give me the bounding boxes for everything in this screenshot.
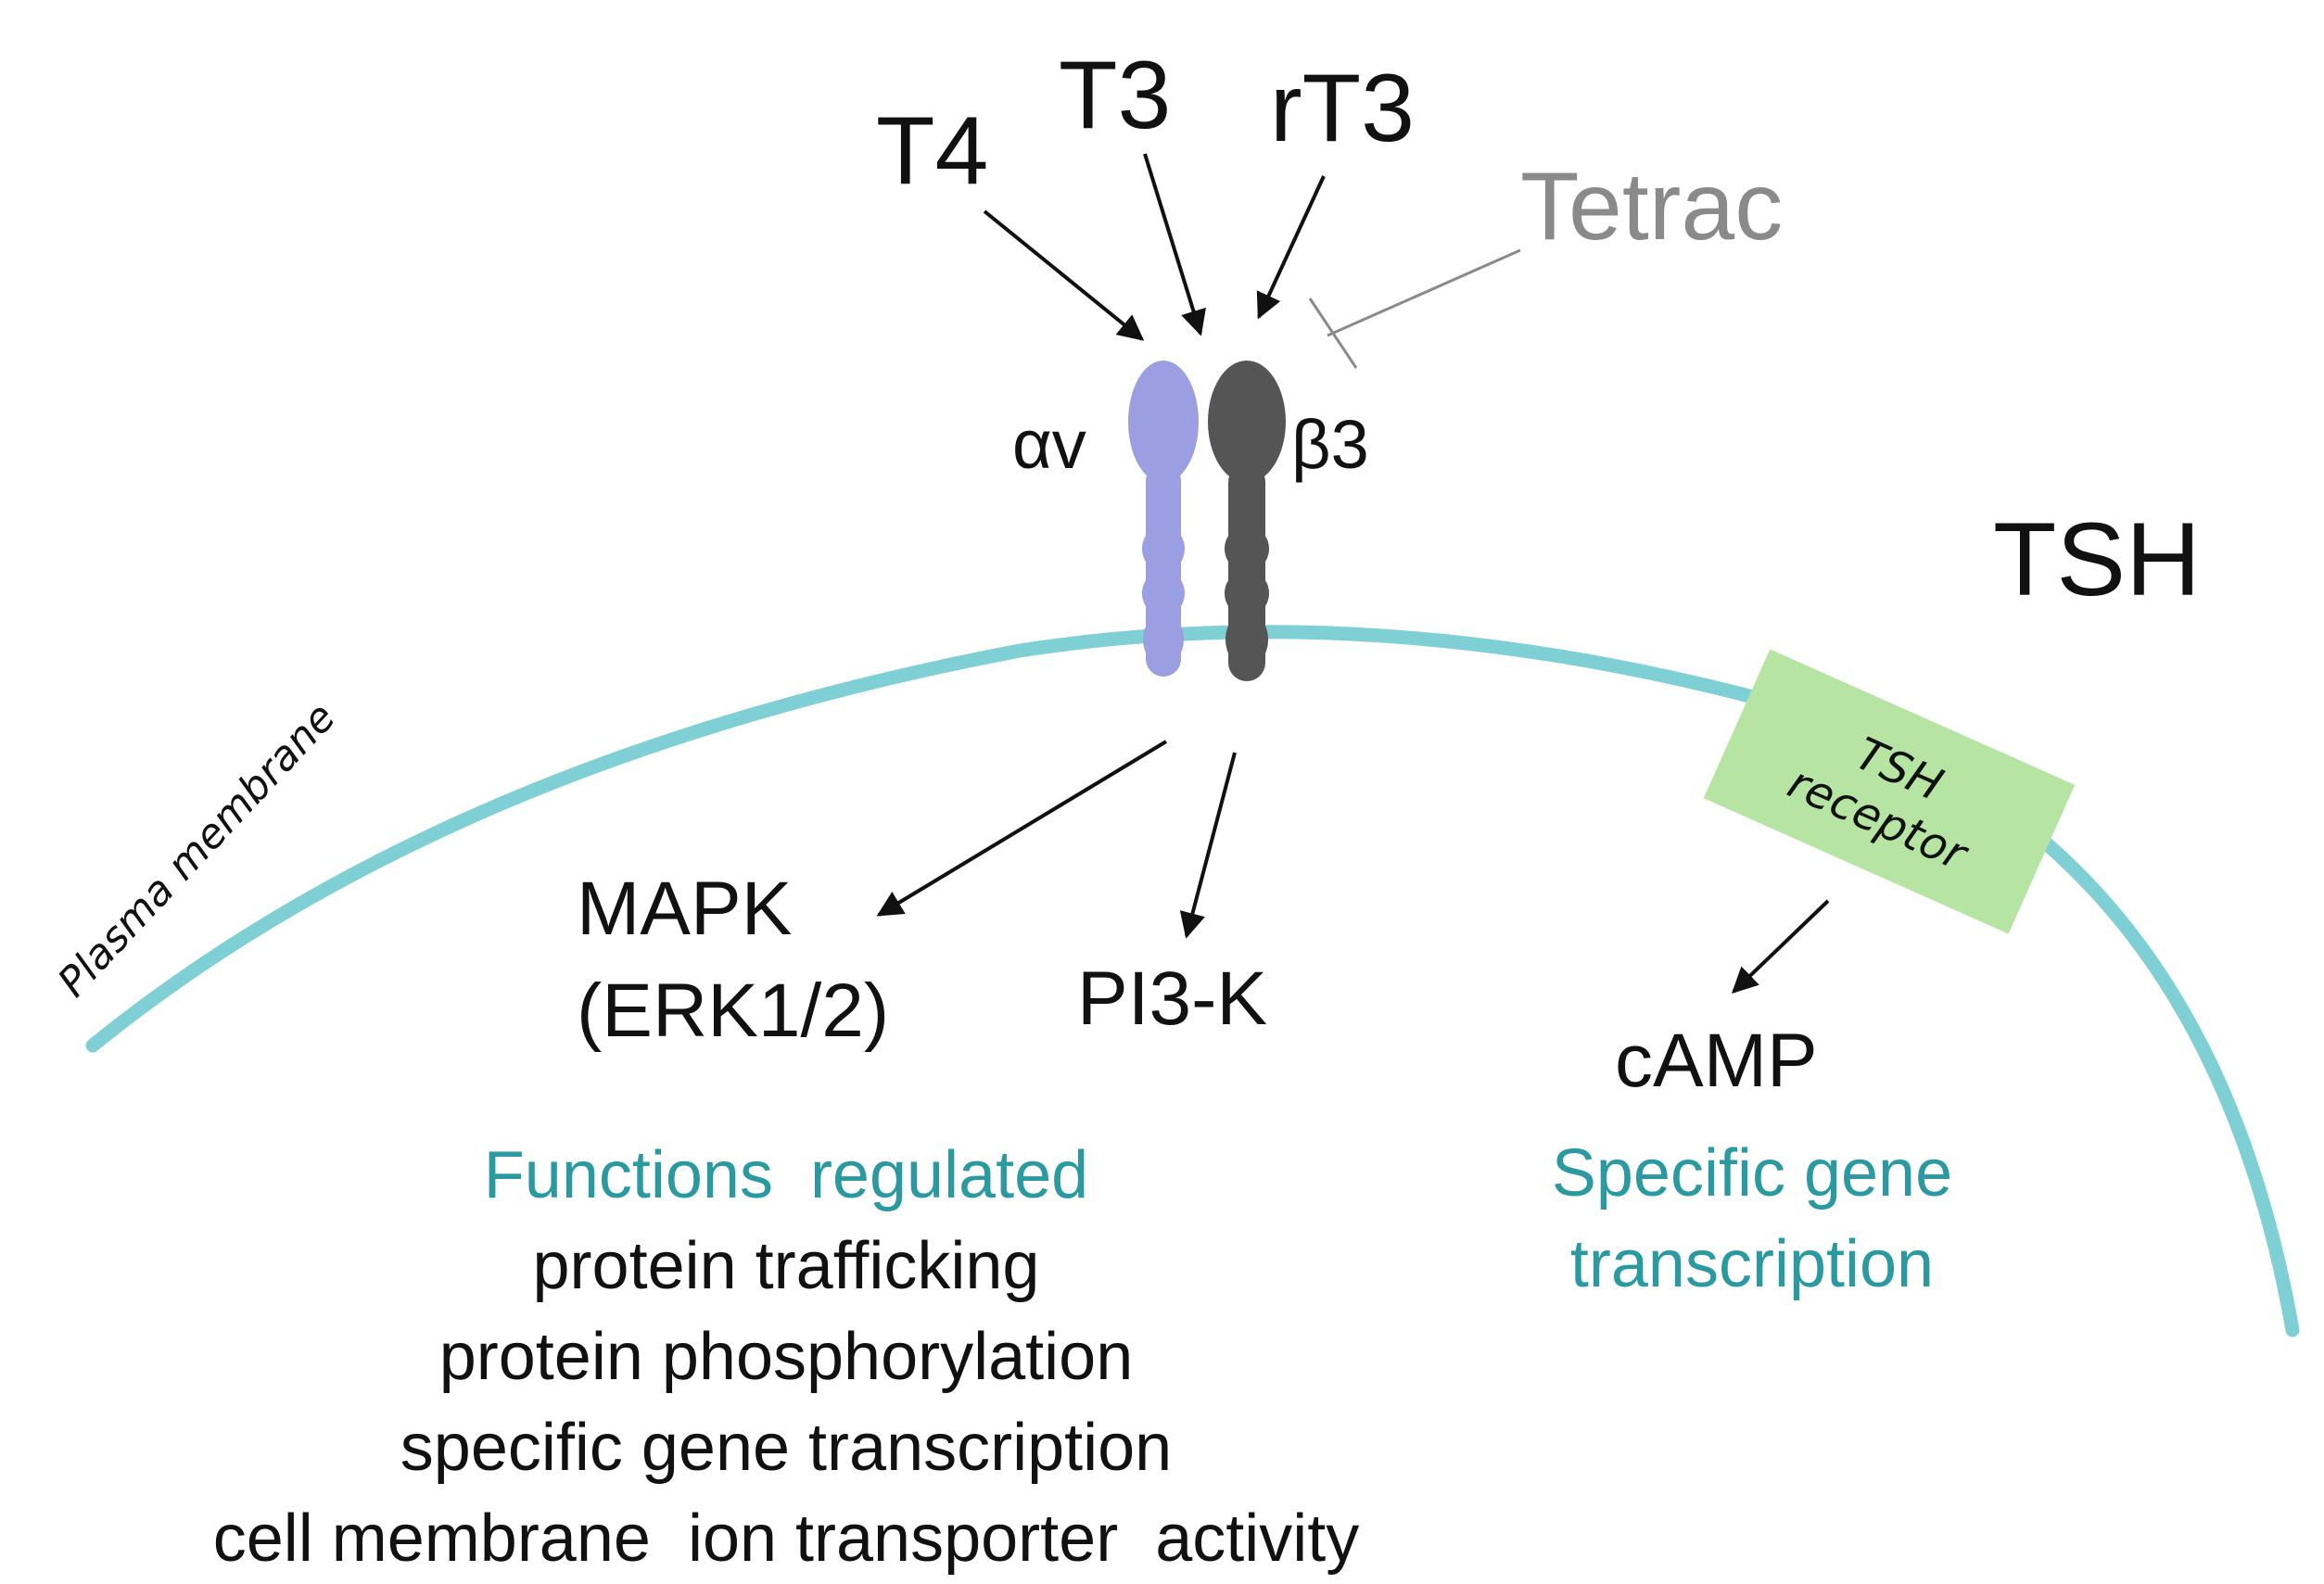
rt3-arrow bbox=[1256, 175, 1326, 320]
tsh-label: TSH bbox=[1993, 501, 2201, 617]
erk-label: (ERK1/2) bbox=[577, 969, 889, 1053]
camp-label: cAMP bbox=[1615, 1019, 1818, 1103]
tsh-receptor: TSH receptor bbox=[1703, 649, 2076, 934]
tetrac-label: Tetrac bbox=[1520, 153, 1783, 260]
pi3k-label: PI3-K bbox=[1077, 957, 1267, 1041]
function-item: specific gene transcription bbox=[400, 1411, 1172, 1485]
integrin-alpha-v-subunit bbox=[1128, 361, 1199, 677]
plasma-membrane bbox=[85, 625, 2300, 1337]
plasma-membrane-label: Plasma membrane bbox=[49, 694, 345, 1007]
tsh-effect-line2: transcription bbox=[1570, 1227, 1934, 1301]
beta-3-label: β3 bbox=[1291, 406, 1369, 483]
function-item: protein trafficking bbox=[533, 1229, 1040, 1303]
tsh-effect-line1: Specific gene bbox=[1552, 1136, 1952, 1210]
pi3k-arrow bbox=[1179, 752, 1237, 939]
tetrac-inhibition-line bbox=[1308, 248, 1521, 369]
functions-heading: Functions regulated bbox=[484, 1138, 1088, 1212]
integrin-beta-3-subunit bbox=[1208, 361, 1286, 681]
t3-label: T3 bbox=[1059, 42, 1171, 149]
function-item: cell membrane ion transporter activity bbox=[213, 1502, 1359, 1576]
t4-arrow bbox=[983, 209, 1145, 341]
mapk-label: MAPK bbox=[577, 867, 792, 951]
mapk-arrow bbox=[876, 740, 1168, 917]
camp-arrow bbox=[1731, 899, 1830, 994]
rt3-label: rT3 bbox=[1270, 55, 1415, 162]
t4-label: T4 bbox=[876, 97, 988, 205]
function-item: protein phosphorylation bbox=[439, 1320, 1134, 1394]
alpha-v-label: αv bbox=[1012, 406, 1086, 483]
t3-arrow bbox=[1143, 153, 1206, 336]
